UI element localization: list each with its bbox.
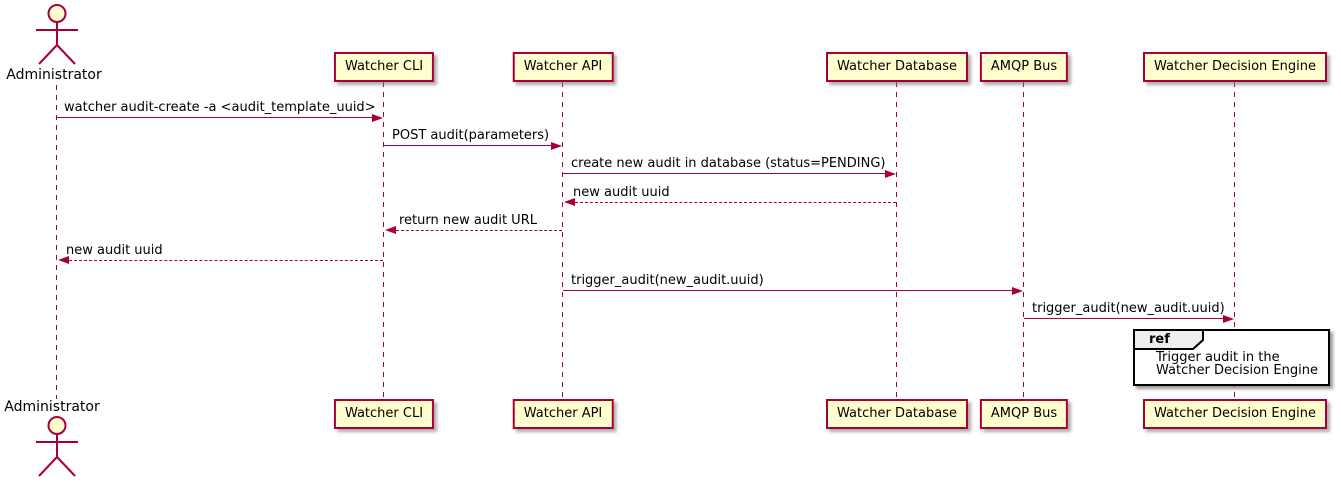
message-line <box>57 117 373 118</box>
arrowhead-icon <box>372 114 383 122</box>
participant-watcher-database-top: Watcher Database <box>826 52 968 82</box>
ref-body: Trigger audit in the Watcher Decision En… <box>1156 350 1324 378</box>
participant-watcher-api-top: Watcher API <box>512 52 614 82</box>
message-line <box>563 290 1013 291</box>
lifeline-watcher-api <box>562 82 563 398</box>
message-label: watcher audit-create -a <audit_template_… <box>64 100 376 115</box>
lifeline-watcher-decision-engine <box>1234 82 1235 398</box>
message-label: new audit uuid <box>66 243 163 258</box>
lifeline-amqp-bus <box>1023 82 1024 398</box>
actor-icon <box>36 416 78 477</box>
message-label: create new audit in database (status=PEN… <box>571 156 886 171</box>
arrowhead-icon <box>551 142 562 150</box>
lifeline-watcher-database <box>896 82 897 398</box>
arrowhead-icon <box>885 170 896 178</box>
message-label: new audit uuid <box>573 185 670 200</box>
actor-label-administrator-bottom: Administrator <box>4 399 100 415</box>
ref-fragment: ref Trigger audit in the Watcher Decisio… <box>1133 329 1330 386</box>
arrowhead-icon <box>385 226 396 234</box>
message-label: trigger_audit(new_audit.uuid) <box>571 273 764 288</box>
arrowhead-icon <box>1223 315 1234 323</box>
participant-watcher-database-bottom: Watcher Database <box>826 399 968 429</box>
actor-icon <box>36 4 78 65</box>
message-line <box>384 145 552 146</box>
message-line <box>563 173 886 174</box>
message-label: POST audit(parameters) <box>392 128 550 143</box>
ref-text-line: Trigger audit in the <box>1156 350 1280 365</box>
arrowhead-icon <box>58 256 69 264</box>
participant-watcher-api-bottom: Watcher API <box>512 399 614 429</box>
message-line <box>1024 318 1224 319</box>
message-label: trigger_audit(new_audit.uuid) <box>1032 301 1225 316</box>
arrowhead-icon <box>1012 287 1023 295</box>
participant-amqp-bus-bottom: AMQP Bus <box>979 399 1069 429</box>
participant-watcher-cli-top: Watcher CLI <box>333 52 435 82</box>
participant-amqp-bus-top: AMQP Bus <box>979 52 1069 82</box>
ref-tab-shape <box>1133 329 1204 350</box>
message-line <box>396 230 562 231</box>
actor-label-administrator-top: Administrator <box>6 67 102 83</box>
ref-keyword: ref <box>1149 332 1170 347</box>
lifeline-watcher-cli <box>383 82 384 398</box>
message-line <box>69 260 383 261</box>
participant-watcher-decision-engine-top: Watcher Decision Engine <box>1143 52 1327 82</box>
message-line <box>575 202 896 203</box>
message-label: return new audit URL <box>399 213 537 228</box>
ref-text-line: Watcher Decision Engine <box>1156 362 1318 378</box>
participant-watcher-cli-bottom: Watcher CLI <box>333 399 435 429</box>
lifeline-administrator <box>56 85 57 399</box>
arrowhead-icon <box>564 198 575 206</box>
participant-watcher-decision-engine-bottom: Watcher Decision Engine <box>1143 399 1327 429</box>
